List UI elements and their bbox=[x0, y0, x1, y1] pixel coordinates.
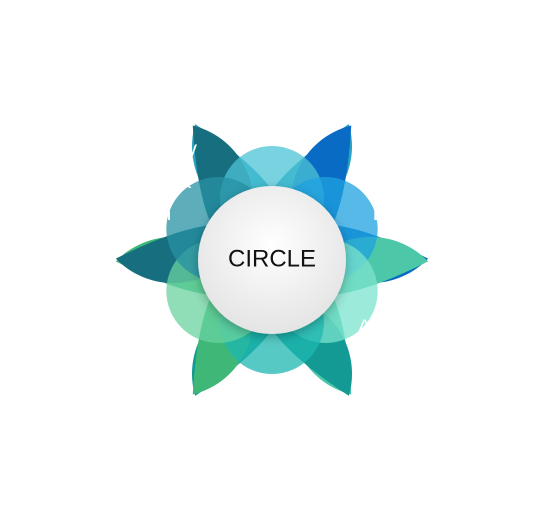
petal-label-line: Sustainability bbox=[73, 138, 197, 161]
petal-label-line: Emotional bbox=[362, 170, 455, 193]
petal-label-line: Domain bbox=[238, 429, 310, 452]
petal-label-line: Cognitive- bbox=[362, 138, 457, 161]
petal-label-line: Domain bbox=[99, 348, 171, 371]
petal-label-line: Contextual bbox=[224, 397, 324, 420]
petal-label-line: Application bbox=[357, 316, 460, 339]
petal-label-line: Domain bbox=[373, 348, 445, 371]
petal-label-line: Domain bbox=[99, 202, 171, 225]
petal-label-line: Engagement bbox=[214, 75, 333, 98]
petal-label-line: Domain bbox=[373, 202, 445, 225]
petal-label-line: Domain bbox=[238, 107, 310, 130]
center-circle bbox=[198, 186, 346, 334]
petal-label-line: & Feedback bbox=[79, 170, 192, 193]
center-label: CIRCLE bbox=[228, 245, 316, 272]
petal-label-line: Impact bbox=[104, 316, 167, 339]
